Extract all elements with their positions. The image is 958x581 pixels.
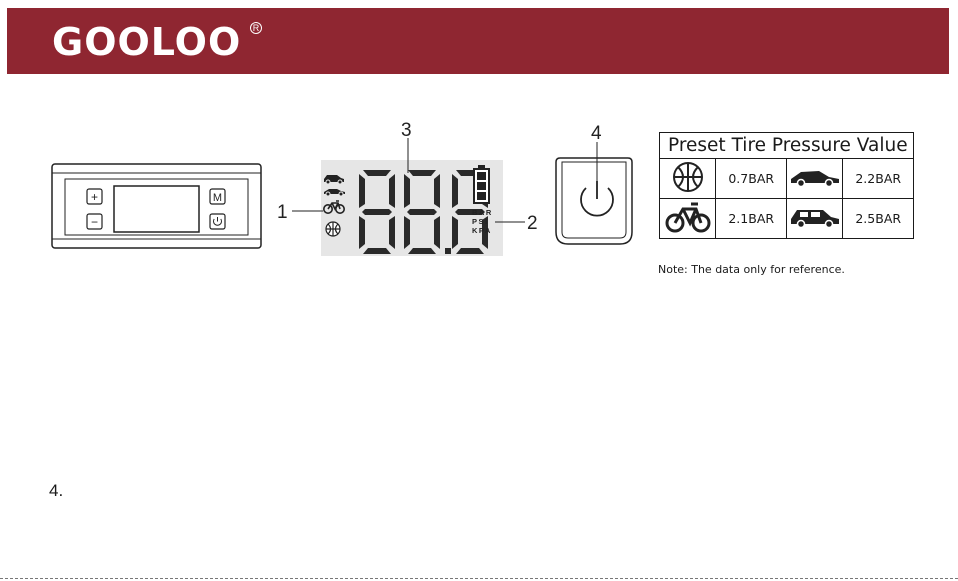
- table-cell: [786, 199, 842, 239]
- power-small-button[interactable]: [210, 214, 225, 229]
- ball-icon: [326, 222, 340, 236]
- callout-4: 4: [591, 123, 602, 144]
- plus-button[interactable]: +: [87, 189, 102, 204]
- power-button-illustration: 4: [548, 120, 648, 260]
- preset-note: Note: The data only for reference.: [658, 263, 845, 276]
- table-cell: 2.5BAR: [843, 199, 914, 239]
- table-cell: 2.1BAR: [716, 199, 787, 239]
- brand-header: GOOLOO R: [7, 8, 949, 74]
- table-cell: [660, 159, 716, 199]
- minus-button[interactable]: −: [87, 214, 102, 229]
- bicycle-icon: [665, 200, 711, 234]
- callout-3: 3: [401, 120, 412, 141]
- device-front-illustration: + − M: [51, 163, 262, 249]
- page-bottom-divider: [0, 578, 958, 579]
- callout-2: 2: [527, 213, 538, 234]
- table-cell: [786, 159, 842, 199]
- preset-table-title: Preset Tire Pressure Value: [660, 133, 914, 159]
- decimal-point: [445, 248, 451, 254]
- minus-label: −: [91, 215, 98, 229]
- mode-button[interactable]: M: [210, 189, 225, 204]
- unit-bar: BAR: [472, 208, 493, 217]
- suv-icon: [789, 206, 841, 228]
- ball-icon: [671, 160, 705, 194]
- table-row: 0.7BAR 2.2BAR: [660, 159, 914, 199]
- lcd-display-diagram: BAR PSI KPA 1 2 3: [275, 118, 545, 258]
- mode-label: M: [213, 192, 222, 204]
- callout-1: 1: [277, 202, 288, 223]
- table-cell: 0.7BAR: [716, 159, 787, 199]
- sedan-icon: [789, 167, 841, 187]
- unit-psi: PSI: [472, 217, 489, 226]
- step-number: 4.: [49, 481, 63, 501]
- brand-logo: GOOLOO: [52, 23, 241, 61]
- preset-pressure-table: Preset Tire Pressure Value 0.7BAR 2.2BAR: [659, 132, 914, 239]
- table-cell: 2.2BAR: [843, 159, 914, 199]
- registered-mark: R: [250, 22, 262, 34]
- plus-label: +: [91, 190, 98, 204]
- table-cell: [660, 199, 716, 239]
- battery-icon: [474, 165, 489, 203]
- table-row: 2.1BAR 2.5BAR: [660, 199, 914, 239]
- unit-kpa: KPA: [472, 226, 492, 235]
